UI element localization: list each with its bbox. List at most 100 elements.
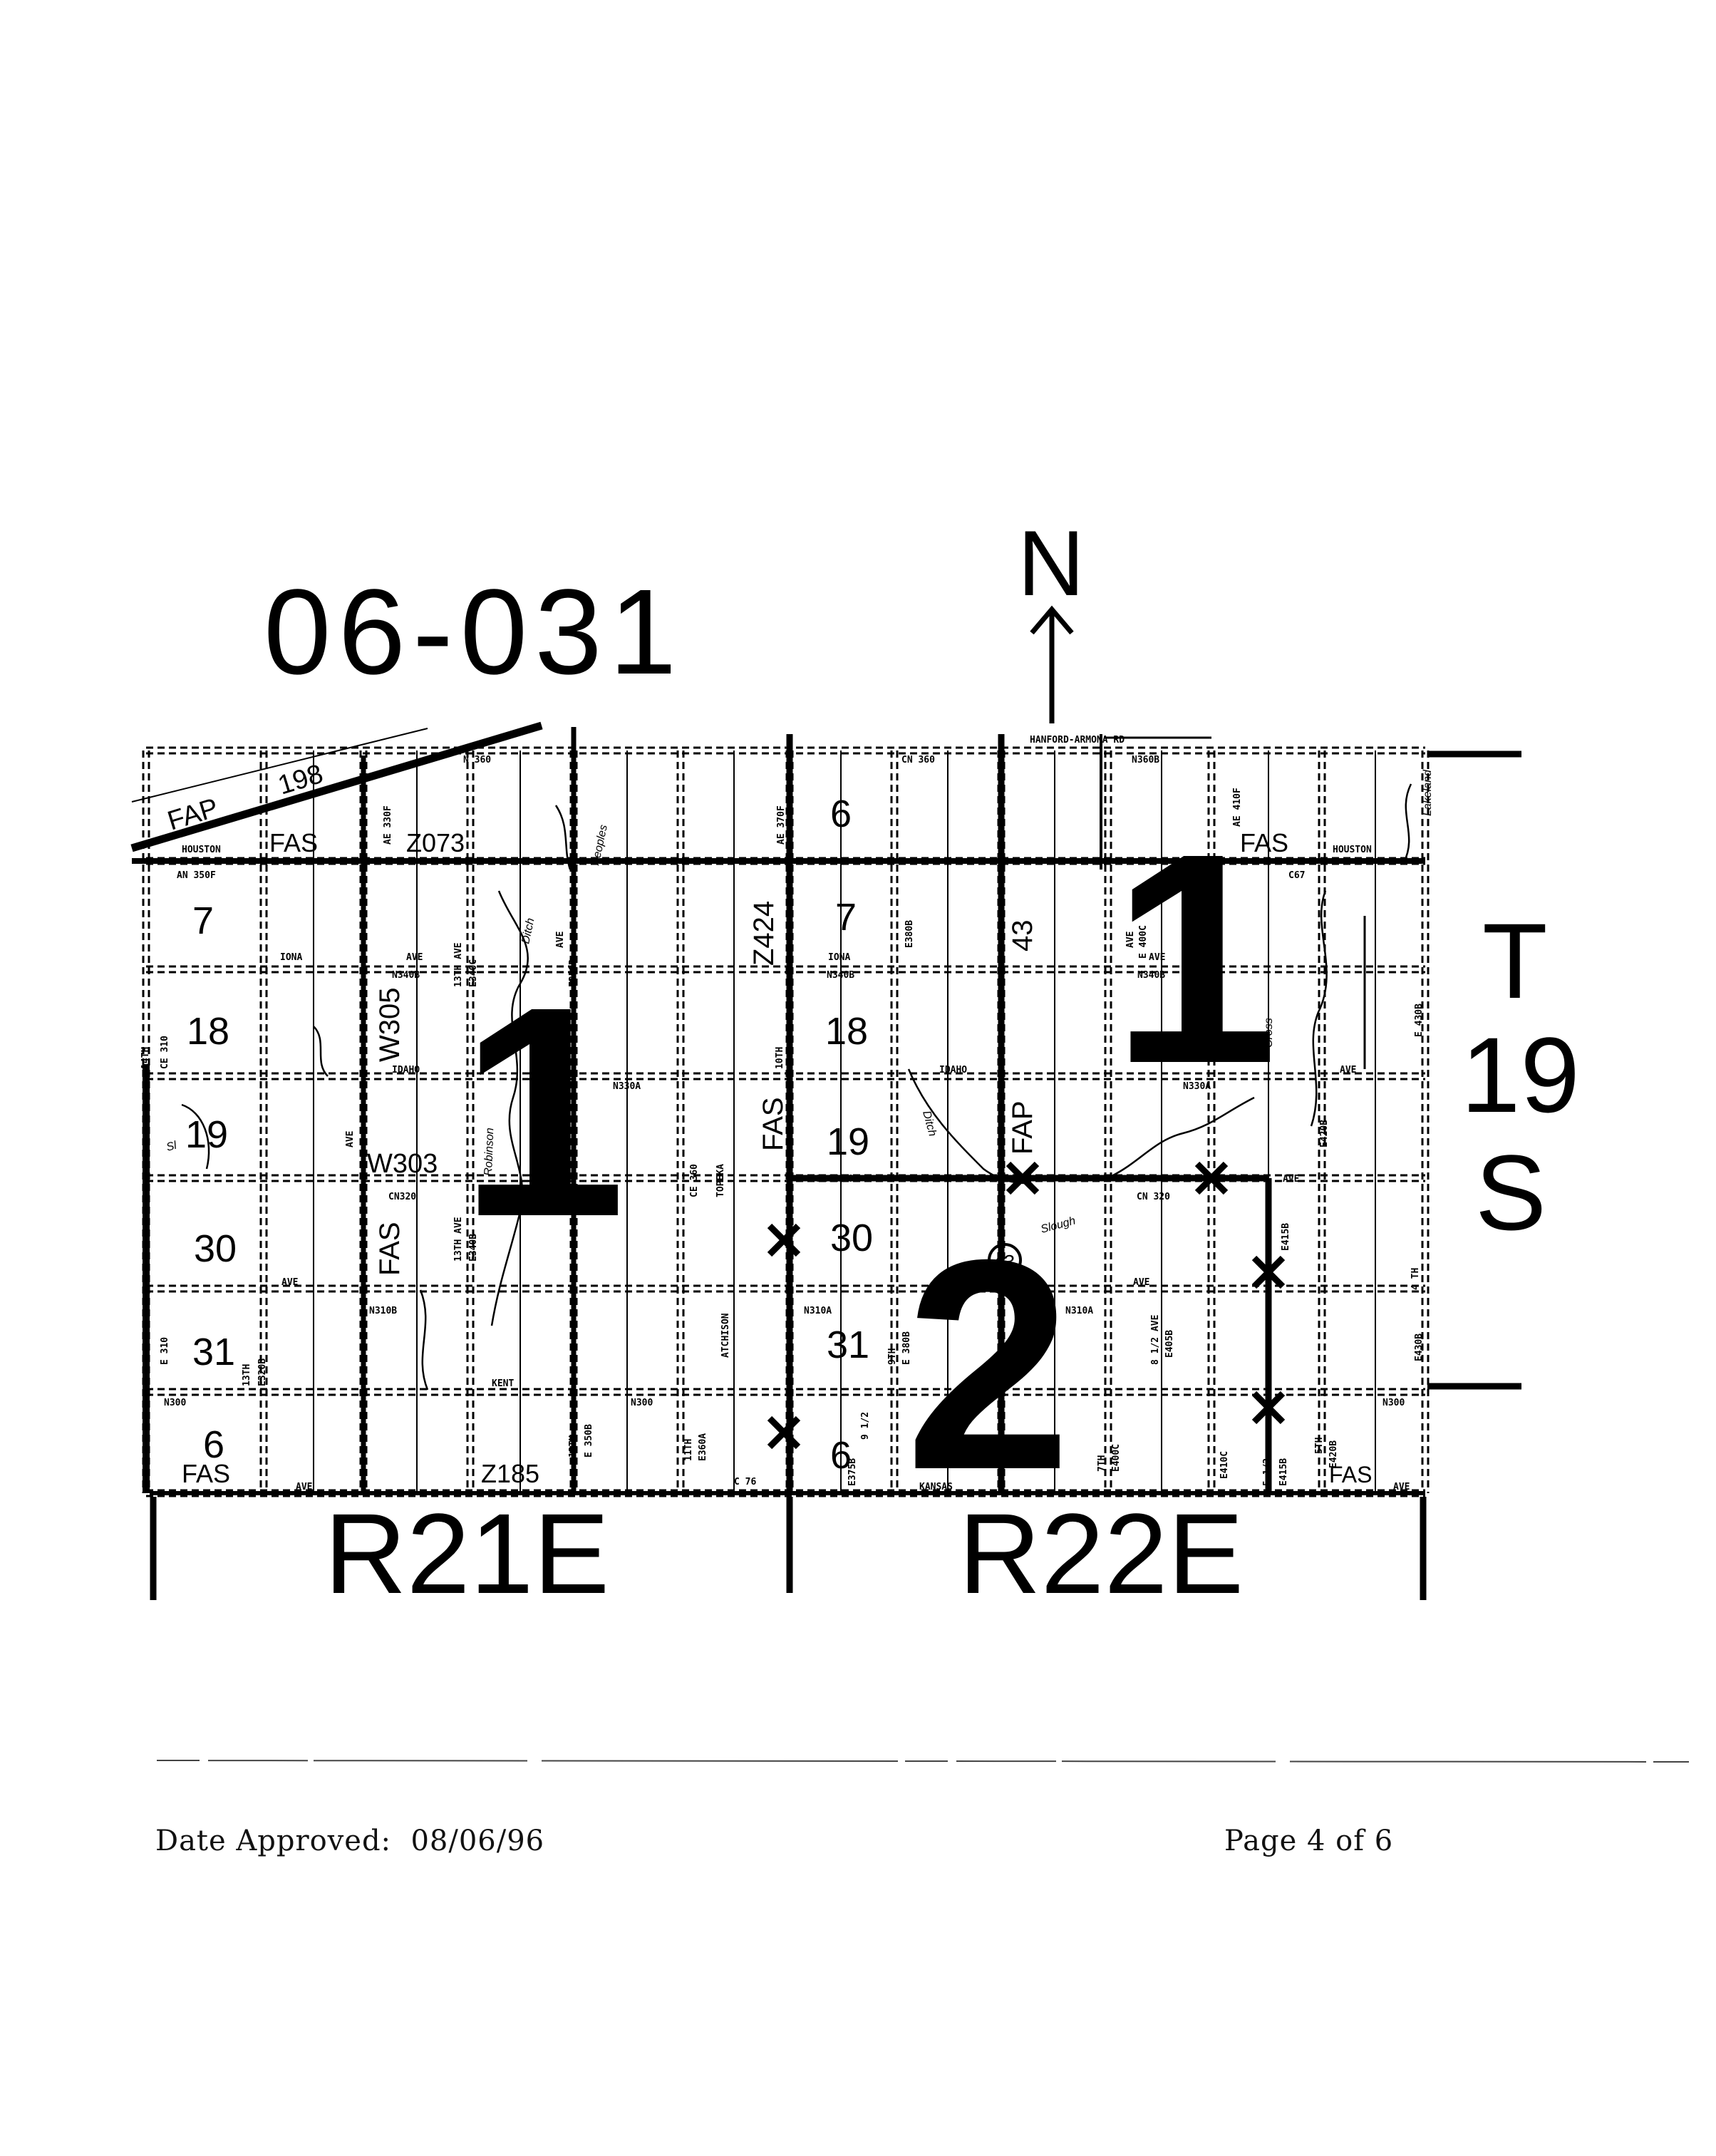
zone-number-1: 1: [1112, 792, 1278, 1126]
road-label: 9TH: [887, 1348, 898, 1365]
water-label: Sl: [165, 1140, 179, 1154]
road-label: AVE: [1149, 952, 1165, 963]
zone-number-1: 1: [460, 945, 626, 1279]
road-label: JACKSON: [816, 1174, 855, 1185]
road-label: E 430B: [1414, 1004, 1425, 1037]
road-label: N300: [631, 1398, 653, 1408]
zone-numbers: 1 1 2: [460, 792, 1278, 1532]
section-number: 31: [827, 1324, 869, 1366]
road-label: CE 310: [160, 1036, 170, 1069]
route-label: FAS: [269, 828, 318, 857]
road-label: AVE: [555, 932, 566, 948]
road-label: C 76: [734, 1477, 756, 1487]
road-label: AVE: [1283, 1174, 1299, 1185]
route-label: FAP: [1007, 1100, 1038, 1155]
road-label: TOPEKA: [715, 1164, 726, 1197]
section-number: 30: [830, 1217, 873, 1259]
road-label: N330A: [1183, 1081, 1211, 1092]
route-label: W305: [374, 988, 405, 1063]
road-label: E410D: [1236, 1034, 1246, 1062]
route-label: 43: [1007, 920, 1038, 952]
road-label: KANSAS: [919, 1482, 953, 1492]
road-label: N300: [164, 1398, 186, 1408]
road-label: AVE: [1125, 932, 1136, 948]
boundary-markers: [767, 1161, 1286, 1450]
road-label: N340B: [392, 970, 420, 981]
road-label: E 380B: [901, 1331, 912, 1365]
highway-lines: [132, 727, 1425, 1493]
road-label: N310A: [804, 1306, 832, 1316]
x-marker-stroke: [1251, 1391, 1286, 1425]
road-label: ATCHISON: [720, 1313, 731, 1358]
road-label: E375B: [847, 1458, 858, 1486]
road-label: CN 360: [901, 755, 935, 765]
section-number: 18: [187, 1010, 229, 1053]
township-number: 19: [1461, 1015, 1580, 1135]
road-label: E 310: [160, 1337, 170, 1365]
road-label: E 400C: [1138, 925, 1149, 959]
road-label: E430B: [1414, 1334, 1425, 1361]
road-label: AE 410F: [1232, 788, 1243, 827]
date-approved: Date Approved: 08/06/96: [155, 1825, 545, 1857]
road-label: N340B: [827, 970, 854, 981]
route-label: FAS: [1329, 1462, 1372, 1487]
route-label: FAS: [182, 1459, 230, 1488]
road-label: 13TH: [242, 1364, 252, 1386]
road-label: 13TH AVE: [453, 1217, 464, 1262]
road-label: IDAHO: [392, 1065, 420, 1076]
x-marker-stroke: [1194, 1161, 1229, 1195]
road-label: AVE: [281, 1277, 298, 1288]
road-label: 14TH: [140, 1047, 151, 1069]
road-label: N 360: [463, 755, 491, 765]
x-marker-stroke: [1006, 1161, 1040, 1195]
x-marker-stroke: [767, 1415, 801, 1450]
road-label: N310B: [369, 1306, 397, 1316]
township-letter: T: [1482, 901, 1548, 1021]
road-label: E415B: [1281, 1223, 1291, 1251]
route-label: Z424: [748, 901, 780, 966]
road-label: N360B: [1132, 755, 1159, 765]
section-numbers: 7 18 19 30 31 6 6 7 18 19 30 31 6: [185, 793, 873, 1477]
road-label: AVE: [406, 952, 423, 963]
road-label: E405B: [1164, 1330, 1175, 1358]
x-marker-icon: [1194, 1161, 1229, 1195]
x-marker-icon: [1251, 1255, 1286, 1289]
road-label: C67: [1288, 870, 1305, 881]
section-number: 18: [825, 1010, 868, 1053]
route-label: FAP: [164, 793, 222, 836]
road-label: E380B: [904, 920, 915, 948]
road-label: 4 TH: [1410, 1268, 1421, 1290]
route-shield-icon: [988, 1243, 1022, 1277]
road-label: 10TH: [775, 1047, 785, 1069]
section-number: 6: [830, 1434, 852, 1477]
road-label: E320B: [257, 1358, 268, 1386]
route-label: Z185: [481, 1459, 539, 1488]
north-arrow-icon: [1030, 605, 1074, 723]
fap-198-diagonal: [130, 721, 543, 852]
x-marker-stroke: [1251, 1255, 1286, 1289]
x-marker-icon: [767, 1223, 801, 1257]
road-label: N310A: [1065, 1306, 1093, 1316]
road-label: 7TH: [1097, 1455, 1107, 1472]
road-label: E 350B: [584, 1424, 594, 1458]
route-label: W303: [367, 1149, 438, 1179]
route-label: FAS: [374, 1222, 405, 1276]
road-label: AVE: [1340, 1065, 1356, 1076]
road-label: E400C: [1111, 1444, 1122, 1472]
road-label: 11TH: [683, 1439, 694, 1461]
x-marker-stroke: [767, 1223, 801, 1257]
road-label: 9 1/2: [860, 1412, 871, 1440]
road-label: N300: [1382, 1398, 1405, 1408]
road-label: HOUSTON: [1333, 845, 1372, 855]
water-label: Lakeland: [1422, 769, 1434, 816]
water-label: Cross: [1263, 1018, 1275, 1048]
section-number: 31: [192, 1331, 235, 1373]
x-marker-icon: [767, 1415, 801, 1450]
road-label: IDAHO: [939, 1065, 967, 1076]
road-label: CN320: [388, 1192, 416, 1202]
route-label: 43: [993, 1251, 1015, 1273]
road-label: CN 320: [1137, 1192, 1170, 1202]
road-label: 5TH: [1314, 1438, 1325, 1454]
